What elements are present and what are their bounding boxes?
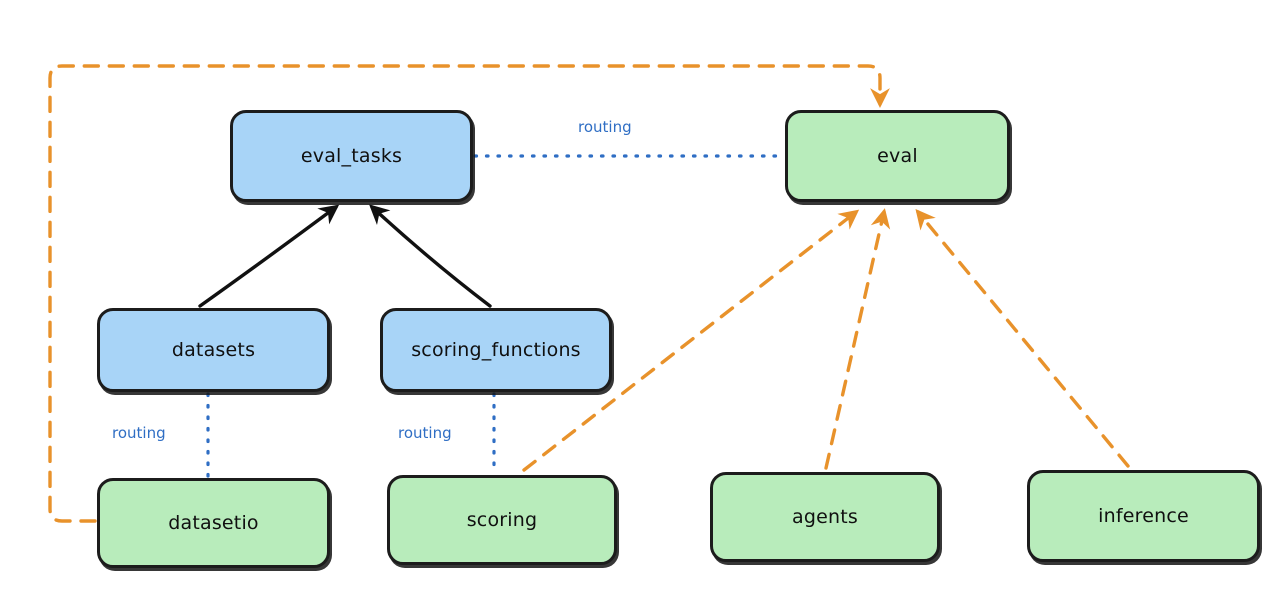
edge-inference-to-eval [915,208,1130,468]
node-label: eval [877,145,918,167]
node-label: scoring [466,509,538,531]
edge-agents-to-eval [824,208,891,470]
node-label: agents [792,506,858,528]
node-label: eval_tasks [300,145,403,167]
node-eval-tasks[interactable]: eval_tasks [230,110,473,202]
edge-datasets-to-eval-tasks [198,204,340,308]
node-label: datasetio [168,512,259,534]
node-label: scoring_functions [411,339,581,361]
node-agents[interactable]: agents [710,472,940,562]
edge-scoring-functions-to-eval-tasks [369,204,492,308]
node-eval[interactable]: eval [785,110,1010,202]
edge-label-routing-eval-tasks: routing [578,118,632,136]
node-datasetio[interactable]: datasetio [97,478,330,568]
node-label: inference [1098,505,1189,527]
node-scoring[interactable]: scoring [387,475,617,565]
node-label: datasets [171,339,256,361]
node-datasets[interactable]: datasets [97,308,330,392]
edge-label-routing-scoring-functions: routing [398,424,452,442]
node-inference[interactable]: inference [1027,470,1260,562]
edge-label-routing-datasets: routing [112,424,166,442]
node-scoring-functions[interactable]: scoring_functions [380,308,612,392]
edge-scoring-to-eval [522,209,860,472]
